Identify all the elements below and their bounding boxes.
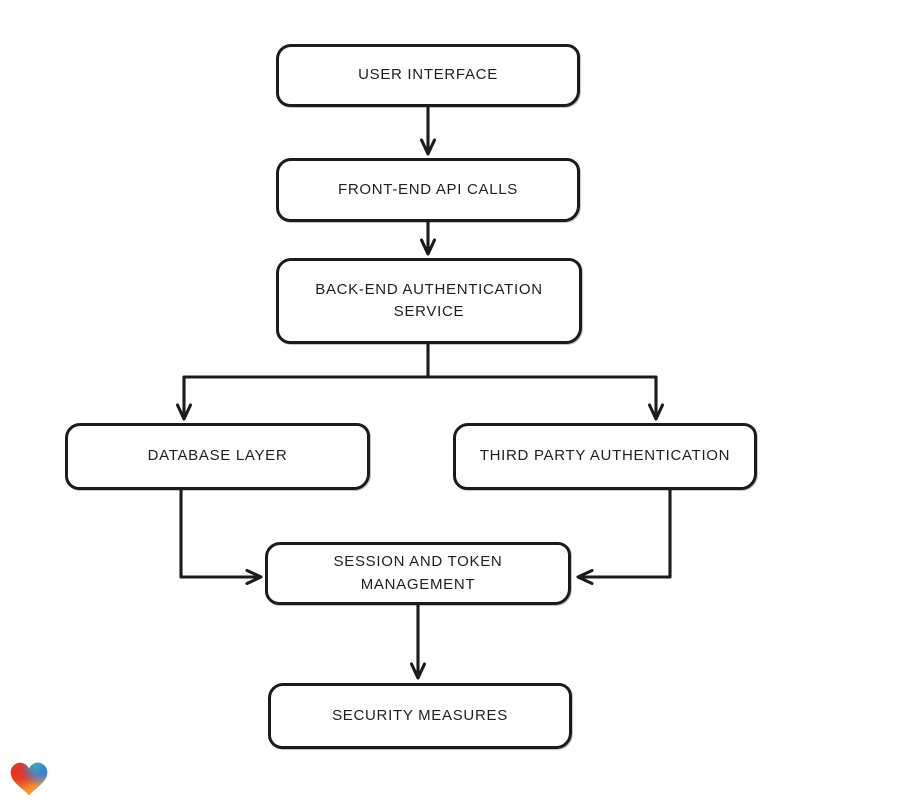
heart-icon[interactable] (10, 761, 48, 797)
edge-user-interface-to-front-end-api-calls (419, 106, 437, 156)
edge-third-party-authentication-to-session-and-token-management (576, 488, 672, 586)
node-back-end-authentication-service-label: BACK-END AUTHENTICATION SERVICE (315, 280, 543, 321)
edge-session-and-token-management-to-security-measures (409, 603, 427, 680)
node-session-and-token-management-label: SESSION AND TOKEN MANAGEMENT (333, 553, 503, 593)
node-database-layer-label: DATABASE LAYER (147, 447, 288, 465)
edge-front-end-api-calls-to-back-end-authentication-service (419, 220, 437, 256)
node-front-end-api-calls: FRONT-END API CALLS (276, 158, 580, 222)
node-back-end-authentication-service: BACK-END AUTHENTICATION SERVICE (276, 258, 582, 344)
heart-icon-shape (10, 762, 48, 796)
node-front-end-api-calls-label: FRONT-END API CALLS (337, 180, 518, 198)
edge-database-layer-to-session-and-token-management (179, 488, 263, 586)
node-security-measures-label: SECURITY MEASURES (332, 706, 508, 724)
node-security-measures: SECURITY MEASURES (268, 683, 572, 749)
node-session-and-token-management: SESSION AND TOKEN MANAGEMENT (265, 542, 571, 605)
edge-back-end-authentication-service-branch (175, 342, 665, 421)
node-database-layer: DATABASE LAYER (65, 423, 370, 490)
node-user-interface: USER INTERFACE (276, 44, 580, 107)
node-third-party-authentication: THIRD PARTY AUTHENTICATION (453, 423, 757, 490)
node-user-interface-label: USER INTERFACE (358, 66, 498, 84)
node-third-party-authentication-label: THIRD PARTY AUTHENTICATION (479, 447, 731, 465)
